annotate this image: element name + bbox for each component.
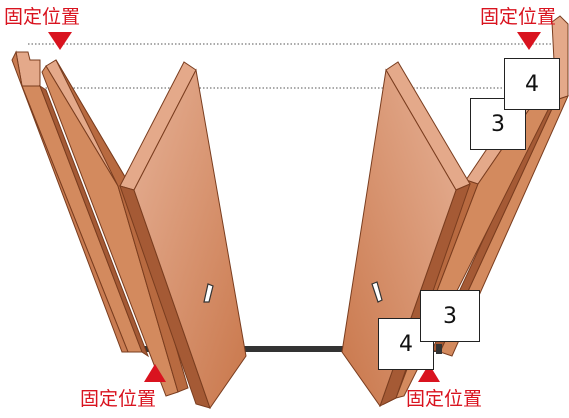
label-fixed-position-bottom-right: 固定位置: [406, 388, 483, 410]
left-door-handle: [203, 283, 214, 303]
fixed-position-marker-top-right: [517, 32, 541, 50]
hinge-marker: [436, 344, 442, 354]
fixed-position-marker-bottom-left: [144, 364, 166, 382]
fixed-position-marker-bottom-right: [418, 364, 440, 382]
right-door-handle: [371, 281, 383, 303]
label-fixed-position-top-left: 固定位置: [4, 6, 81, 28]
panel-number-box-bottom-front: 3: [420, 290, 480, 342]
left-panel-thin: [41, 59, 189, 397]
label-fixed-position-top-right: 固定位置: [480, 6, 557, 28]
left-door-panel: [119, 61, 247, 410]
panel-number-box-top-front: 4: [504, 58, 560, 110]
floor-rail: [140, 346, 440, 352]
left-frame-post: [11, 50, 150, 358]
label-fixed-position-bottom-left: 固定位置: [80, 388, 157, 410]
fixed-position-marker-top-left: [48, 32, 72, 50]
